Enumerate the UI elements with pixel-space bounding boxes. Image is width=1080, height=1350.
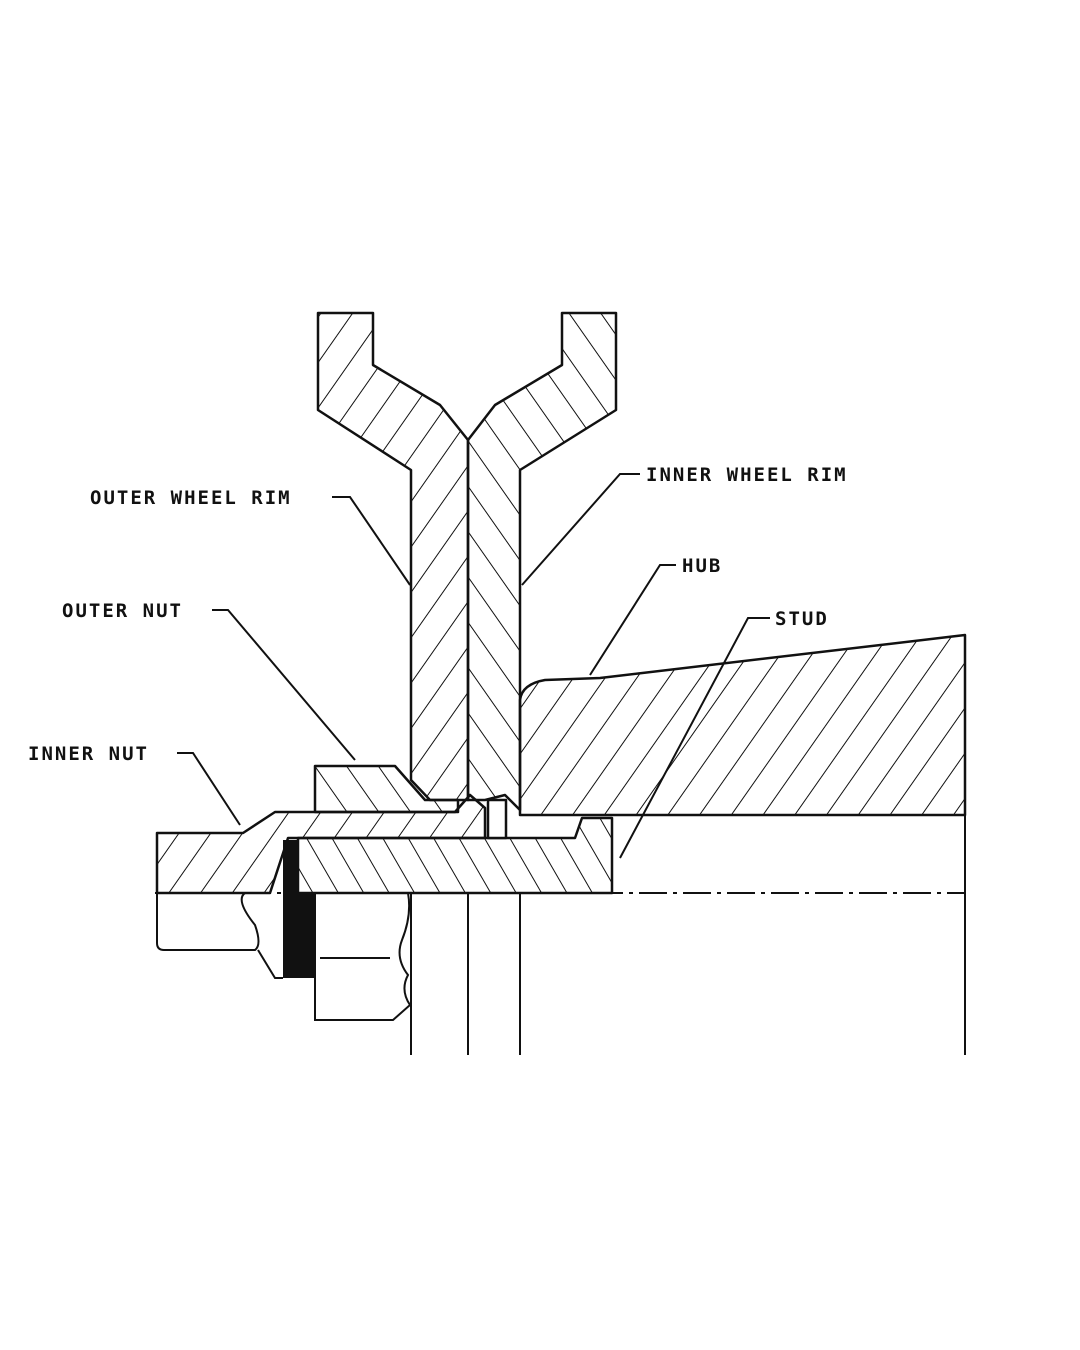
hub bbox=[518, 633, 967, 817]
label-outer-nut: OUTER NUT bbox=[62, 600, 183, 622]
leader-inner-wheel-rim bbox=[521, 473, 640, 586]
leader-inner-nut bbox=[177, 752, 241, 826]
label-stud: STUD bbox=[775, 608, 829, 630]
label-outer-wheel-rim: OUTER WHEEL RIM bbox=[90, 487, 292, 509]
leader-outer-wheel-rim bbox=[332, 496, 411, 586]
label-inner-nut: INNER NUT bbox=[28, 743, 149, 765]
washer-upper bbox=[283, 840, 297, 978]
leader-hub bbox=[589, 564, 676, 676]
leader-outer-nut bbox=[212, 609, 356, 761]
spacer bbox=[486, 798, 508, 840]
inner-nut bbox=[155, 793, 487, 895]
inner-nut-lower-view bbox=[156, 892, 283, 979]
washer-lower bbox=[296, 893, 315, 978]
outer-nut-lower-view bbox=[314, 892, 412, 1021]
leader-stud bbox=[619, 617, 770, 859]
outer-wheel-rim bbox=[316, 311, 470, 802]
label-hub: HUB bbox=[682, 555, 722, 577]
label-inner-wheel-rim: INNER WHEEL RIM bbox=[646, 464, 848, 486]
